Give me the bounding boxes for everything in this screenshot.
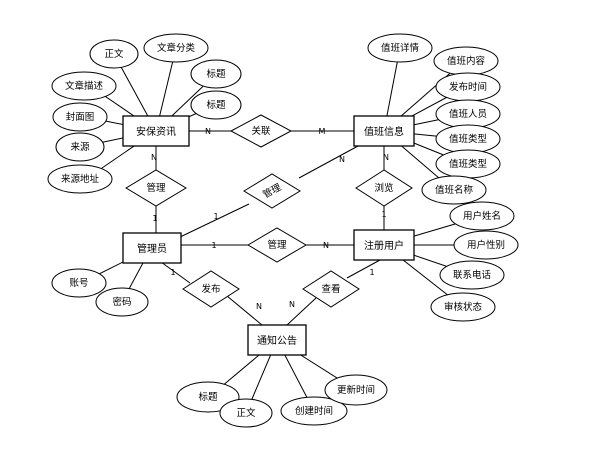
svg-text:标题: 标题	[206, 99, 226, 111]
svg-text:创建时间: 创建时间	[295, 405, 333, 417]
svg-text:正文: 正文	[104, 48, 124, 60]
attr-news-body: 正文	[89, 39, 139, 69]
entity-user: 注册用户	[353, 229, 415, 261]
svg-text:值班类型: 值班类型	[449, 133, 488, 145]
svg-text:封面图: 封面图	[66, 111, 95, 123]
attr-notice-created: 创建时间	[280, 396, 348, 426]
cardinality-labels: N M N 1 1 N N 1 1 N 1 N N 1	[151, 127, 389, 311]
svg-text:管理员: 管理员	[137, 242, 167, 255]
relationship-publish: 发布	[182, 270, 240, 308]
cardinality-notice-view: N	[289, 300, 295, 309]
attr-news-cover: 封面图	[52, 102, 108, 132]
cardinality-admin-manage-user: 1	[211, 241, 216, 250]
relationship-manage-user: 管理	[247, 227, 307, 263]
connector-lines	[79, 47, 486, 414]
attr-news-category: 文章分类	[143, 33, 209, 63]
attr-user-name: 用户姓名	[449, 201, 515, 231]
attr-duty-name: 值班名称	[421, 175, 487, 205]
relationship-link: 关联	[229, 114, 293, 148]
attr-admin-account: 账号	[51, 268, 107, 298]
attr-duty-person: 值班人员	[435, 99, 501, 129]
svg-text:正文: 正文	[236, 407, 256, 419]
svg-text:更新时间: 更新时间	[337, 384, 375, 396]
cardinality-admin-manage-news: 1	[152, 214, 157, 223]
svg-text:管理: 管理	[267, 239, 287, 251]
attr-duty-content: 值班内容	[433, 46, 499, 76]
svg-text:发布: 发布	[201, 283, 220, 295]
relationship-manage-news: 管理	[125, 169, 187, 207]
cardinality-news-link: N	[205, 127, 211, 136]
attr-news-title1: 标题	[190, 59, 242, 89]
svg-text:文章描述: 文章描述	[65, 80, 104, 92]
svg-text:通知公告: 通知公告	[257, 334, 297, 347]
attr-notice-body: 正文	[219, 398, 273, 428]
svg-text:值班信息: 值班信息	[364, 125, 404, 138]
svg-text:查看: 查看	[321, 283, 340, 295]
svg-text:密码: 密码	[112, 296, 131, 308]
cardinality-user-view: 1	[369, 268, 374, 277]
cardinality-admin-manage-duty: 1	[213, 212, 218, 221]
svg-text:浏览: 浏览	[374, 182, 393, 194]
attr-notice-title: 标题	[176, 381, 240, 413]
svg-text:值班详情: 值班详情	[381, 42, 420, 54]
svg-text:值班内容: 值班内容	[447, 55, 486, 67]
relationship-browse: 浏览	[355, 169, 413, 207]
attr-user-status: 审核状态	[430, 292, 496, 322]
relationship-manage-duty: 管理	[243, 173, 301, 209]
svg-text:来源地址: 来源地址	[61, 173, 100, 185]
svg-text:管理: 管理	[146, 182, 166, 194]
entity-admin: 管理员	[122, 232, 182, 264]
svg-text:安保资讯: 安保资讯	[136, 125, 176, 138]
svg-text:文章分类: 文章分类	[157, 42, 196, 54]
cardinality-admin-publish: 1	[170, 268, 175, 277]
attr-news-desc: 文章描述	[51, 71, 117, 101]
entity-duty-info: 值班信息	[353, 115, 415, 147]
cardinality-user-browse: 1	[381, 210, 386, 219]
svg-text:联系电话: 联系电话	[453, 269, 492, 281]
cardinality-duty-manage: N	[339, 155, 345, 164]
attr-notice-updated: 更新时间	[324, 374, 388, 406]
svg-text:用户姓名: 用户姓名	[463, 210, 501, 222]
attr-duty-time: 发布时间	[435, 72, 501, 102]
svg-text:来源: 来源	[70, 142, 90, 153]
cardinality-user-manage: N	[323, 241, 329, 250]
attr-news-source-address: 来源地址	[47, 164, 113, 194]
attr-news-source: 来源	[55, 132, 105, 162]
svg-text:值班人员: 值班人员	[449, 108, 487, 120]
svg-text:值班类型: 值班类型	[449, 158, 488, 170]
attr-news-title2: 标题	[190, 90, 242, 120]
svg-text:标题: 标题	[206, 68, 226, 80]
attr-duty-type2: 值班类型	[435, 149, 501, 179]
attr-admin-password: 密码	[95, 287, 149, 317]
entity-security-news: 安保资讯	[122, 115, 190, 147]
cardinality-news-manage: N	[151, 153, 157, 162]
attr-duty-type1: 值班类型	[435, 124, 501, 154]
svg-text:用户性别: 用户性别	[467, 239, 505, 251]
attr-duty-detail: 值班详情	[367, 33, 433, 63]
svg-text:关联: 关联	[251, 125, 271, 137]
svg-text:值班名称: 值班名称	[435, 184, 474, 196]
svg-text:审核状态: 审核状态	[444, 301, 483, 313]
svg-text:注册用户: 注册用户	[364, 239, 404, 252]
entity-notice: 通知公告	[247, 324, 307, 356]
svg-text:账号: 账号	[69, 278, 88, 289]
cardinality-duty-link: M	[319, 127, 326, 136]
attr-user-gender: 用户性别	[453, 230, 519, 260]
cardinality-duty-browse: N	[383, 153, 389, 162]
svg-text:发布时间: 发布时间	[449, 81, 487, 93]
attr-user-phone: 联系电话	[439, 260, 505, 290]
relationship-view: 查看	[302, 270, 360, 308]
svg-text:标题: 标题	[198, 391, 218, 403]
cardinality-notice-publish: N	[256, 302, 262, 311]
